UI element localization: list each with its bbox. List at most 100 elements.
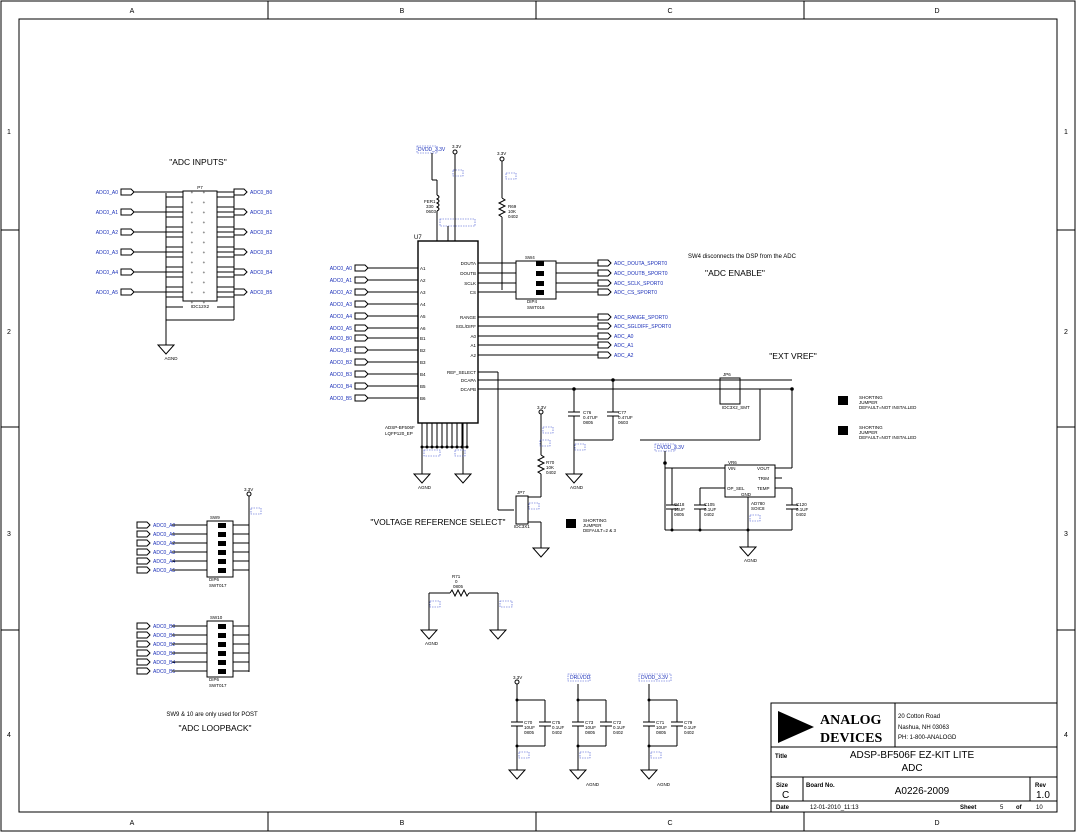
u7-b-input-net-0-label: ADC0_B0 — [330, 336, 352, 342]
sw9-rows-net-3-label: ADC0_A3 — [153, 550, 175, 556]
sw4-dip-label: DIP4 — [527, 299, 538, 304]
adc-enable-heading: "ADC ENABLE" — [705, 268, 765, 278]
col-label-bottom-a: A — [130, 820, 135, 827]
u7-ctrl-net-2-label: ADC_A0 — [614, 334, 634, 340]
vr6-reference: DVDD_3.3V VR6 VIN VOUT TRIM TEMP OP_SEL … — [654, 443, 809, 563]
sw9-rows-net-1: ADC0_A1 — [136, 530, 175, 538]
u7-ctrl-net-4: ADC_A2 — [597, 351, 634, 359]
fer1-refdes: FER1 — [424, 199, 436, 204]
sh1-line-2: JUMPER — [859, 400, 878, 405]
row-label-left-2: 2 — [7, 329, 11, 336]
c120-package: 0402 — [796, 512, 807, 517]
sw9-rows-net-3: ADC0_A3 — [136, 548, 175, 556]
p7-pin-mark: + — [203, 230, 206, 235]
u7-ctrl-net-4-label: ADC_A2 — [614, 353, 634, 359]
title-block: ANALOG DEVICES 20 Cotton Road Nashua, NH… — [770, 702, 1058, 813]
jp6-partname: IDC3X2_SMT — [722, 405, 750, 410]
decoupling-cap-label: C71 — [656, 720, 665, 725]
sw4-out-net-2-label: ADC_SCLK_SPORT0 — [614, 281, 663, 287]
u7-pin-right: SCLK — [464, 281, 476, 286]
jp7-refdes: JP7 — [517, 490, 525, 495]
p7-pin-mark: + — [203, 250, 206, 255]
r70-value: 10K — [546, 465, 554, 470]
decoupling-supply-label: DVDD_3.3V — [641, 675, 669, 681]
u7-ctrl-net-3: ADC_A1 — [597, 341, 634, 349]
u7-vcc-label: 3.3V — [452, 144, 461, 149]
col-label-top-b: B — [400, 8, 405, 15]
dip-actuator — [218, 568, 226, 573]
u7-ctrl-net-0: ADC_RANGE_SPORT0 — [597, 313, 668, 321]
r71-value: 0 — [455, 579, 458, 584]
u7-pin-right: A2 — [470, 353, 476, 358]
sw10-switch: SW10 DIP6 SWT017 ADC0_B0ADC0_B1ADC0_B2AD… — [136, 615, 249, 688]
c77-package: 0603 — [618, 420, 629, 425]
company-address-1: 20 Cotton Road — [898, 714, 940, 720]
p7-pin-mark: + — [203, 200, 206, 205]
u7-pin-right: DOUTA — [461, 261, 476, 266]
sw9-rows-net-5: ADC0_A5 — [136, 566, 175, 574]
sw4-out-net-3-label: ADC_CS_SPORT0 — [614, 290, 657, 296]
c77-refdes: C77 — [618, 410, 627, 415]
decoupling-supply-label: DRLVDD — [570, 675, 591, 681]
p7-left-net-3-label: ADC0_A3 — [96, 250, 118, 256]
p7-pin-mark: + — [191, 230, 194, 235]
p7-pin-mark: + — [191, 210, 194, 215]
sw9-rows-net-4: ADC0_A4 — [136, 557, 175, 565]
sheet-total: 10 — [1036, 805, 1043, 811]
decoupling-caps: 3.3VC7010UF0805C750.1UF0402DRLVDDAGNDC73… — [507, 673, 697, 787]
u7-pin-right: A1 — [470, 343, 476, 348]
p7-pin-mark: + — [203, 270, 206, 275]
u7-pin-a: A4 — [420, 302, 426, 307]
p7-left-net-2-label: ADC0_A2 — [96, 230, 118, 236]
p7-right-net-1: ADC0_B1 — [233, 208, 272, 216]
row-label-left-1: 1 — [7, 129, 11, 136]
sh2-line-3: DEFAULT=NOT INSTALLED — [859, 435, 917, 440]
p7-left-net-3: ADC0_A3 — [96, 248, 135, 256]
decoupling-cap-label: 0805 — [524, 730, 535, 735]
decoupling-cap-label: 0402 — [613, 730, 624, 735]
decoupling-agnd-label: AGND — [657, 782, 671, 787]
u7-a-input-net-5: ADC0_A5 — [330, 324, 369, 332]
sh2-line-2: JUMPER — [859, 430, 878, 435]
vr6-pin-trim: TRIM — [758, 476, 769, 481]
dip-actuator — [218, 651, 226, 656]
p7-left-net-1-label: ADC0_A1 — [96, 210, 118, 216]
p7-pin-mark: + — [191, 220, 194, 225]
p7-right-net-5: ADC0_B5 — [233, 288, 272, 296]
p7-left-net-1: ADC0_A1 — [96, 208, 135, 216]
sw9-rows-net-5-label: ADC0_A5 — [153, 568, 175, 574]
decoupling-cap-label: 10UF — [524, 725, 535, 730]
u7-pin-right: SGL/DIFF — [456, 324, 477, 329]
c77-value: 0.47UF — [618, 415, 633, 420]
sh2-icon — [838, 426, 848, 435]
jp7-body — [515, 495, 529, 525]
p7-right-net-2-label: ADC0_B2 — [250, 230, 272, 236]
col-label-bottom-b: B — [400, 820, 405, 827]
sw10-rows-net-4-label: ADC0_B4 — [153, 660, 175, 666]
p7-pin-mark: + — [191, 190, 194, 195]
p7-pin-mark: + — [203, 280, 206, 285]
dip-actuator — [218, 559, 226, 564]
sw4-out-net-1: ADC_DOUTB_SPORT0 — [597, 269, 668, 277]
company-phone: PH: 1-800-ANALOGD — [898, 735, 957, 741]
p7-pin-mark: + — [191, 200, 194, 205]
p7-left-net-4-label: ADC0_A4 — [96, 270, 118, 276]
vr6-pin-temp: TEMP — [757, 486, 770, 491]
vr6-refdes: VR6 — [728, 460, 737, 465]
u7-pin-ref: REF_SELECT — [447, 370, 476, 375]
row-label-right-3: 3 — [1064, 531, 1068, 538]
sw10-rows-net-3-label: ADC0_B3 — [153, 651, 175, 657]
r69-supply-label: 3.3V — [497, 151, 506, 156]
p7-left-net-4: ADC0_A4 — [96, 268, 135, 276]
u7-b-input-net-3-label: ADC0_B3 — [330, 372, 352, 378]
dip-actuator — [218, 642, 226, 647]
sw4-actuator — [536, 261, 544, 266]
u7-ctrl-net-0-label: ADC_RANGE_SPORT0 — [614, 315, 668, 321]
vr6-pin-opsel: OP_SEL — [727, 486, 745, 491]
decoupling-cap-label: C75 — [552, 720, 561, 725]
dcap-network: AGND C76 0.47UF 0805 C77 0.47UF 0603 — [478, 378, 794, 490]
p7-pin-mark: + — [203, 290, 206, 295]
r69-resistor: 3.3V R69 10K 0402 — [497, 151, 519, 290]
